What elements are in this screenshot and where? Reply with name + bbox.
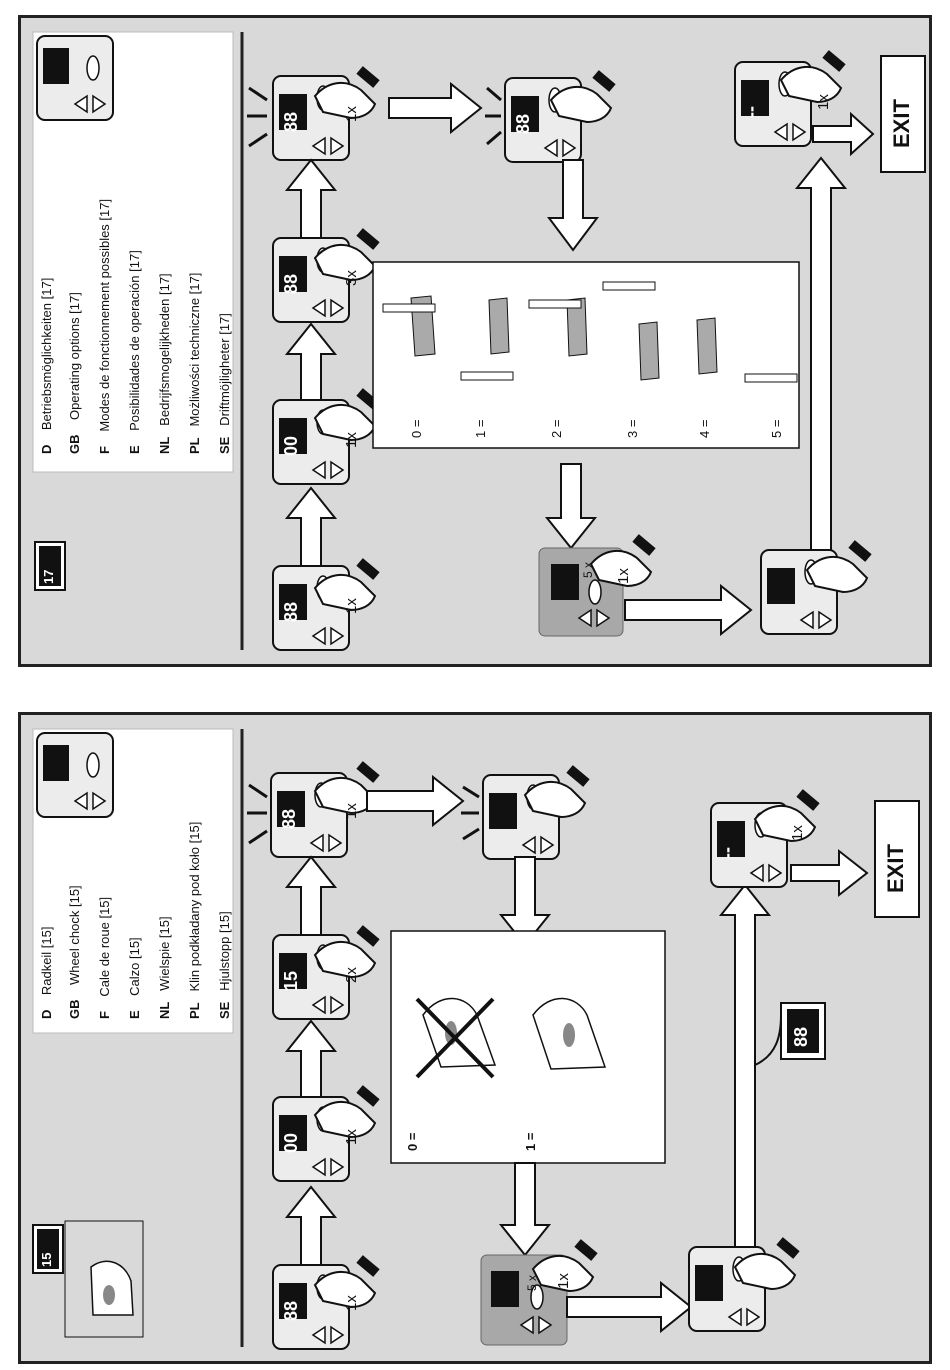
lang-b-row-f: F Cale de roue [15]	[97, 896, 112, 1019]
top-diagram	[32, 31, 926, 651]
exit-press-label: 1x	[815, 94, 832, 110]
branch-arrow	[754, 1014, 782, 1066]
display-b-branch	[780, 1002, 826, 1060]
lang-row-d: D Betriebsmöglichkeiten [17]	[39, 277, 54, 454]
chock-ok	[532, 997, 607, 1070]
blink-marks-b	[247, 783, 268, 845]
lang-b-row-gb: GB Wheel chock [15]	[67, 885, 82, 1019]
hold-b-label: 5 x	[525, 1274, 539, 1291]
arrow-down-b2	[498, 1162, 552, 1257]
display-1: 88	[281, 601, 301, 622]
blink-marks-b2	[461, 785, 480, 841]
arrows-up-b	[284, 855, 338, 1266]
option-1-label: 1 =	[473, 419, 488, 438]
step-b-label-2: 1x	[343, 1129, 360, 1145]
arrow-right-2	[624, 583, 753, 637]
device-b-confirm	[688, 1236, 801, 1332]
display-b-4: 88	[279, 808, 299, 829]
blink-marks-2	[485, 86, 502, 146]
lang-b-row-pl: PL Klin podkładany pod koło [15]	[187, 821, 202, 1019]
exit-label: EXIT	[889, 99, 914, 148]
display-2: 00	[281, 435, 301, 456]
bottom-corner-device	[36, 732, 114, 818]
arrow-right-b	[366, 774, 465, 828]
display-b-6: --	[717, 847, 737, 859]
display-6: --	[741, 106, 761, 118]
step-b-label-1: 1x	[343, 1295, 360, 1311]
lang-row-f: F Modes de fonctionnement possibles [17]	[97, 198, 112, 454]
arrow-to-exit	[812, 111, 875, 157]
step-label-3: 3x	[343, 270, 360, 286]
display-b-5: 88	[791, 1026, 811, 1047]
arrow-down-b	[498, 856, 552, 947]
display-4: 88	[281, 111, 301, 132]
step-b-label-3: 2x	[343, 967, 360, 983]
code-label-15: 15	[39, 1252, 54, 1267]
arrow-up-long-b	[718, 883, 772, 1248]
arrow-to-exit-b	[790, 848, 869, 898]
arrow-down	[547, 159, 599, 252]
bottom-diagram	[32, 728, 920, 1350]
step-label-4: 1x	[343, 106, 360, 122]
arrow-up-long	[794, 156, 848, 551]
arrow-right-b2	[566, 1280, 693, 1334]
display-b-2: 00	[281, 1132, 301, 1153]
option-graphics	[382, 281, 798, 383]
option-2-label: 2 =	[549, 419, 564, 438]
lang-row-nl: NL Bedrijfsmogelijkheden [17]	[157, 273, 172, 454]
option-b-1-label: 1 =	[523, 1132, 538, 1151]
hold-label: 5 x	[581, 561, 595, 578]
top-corner-device	[36, 35, 114, 121]
step-label-2: 1x	[343, 432, 360, 448]
lang-row-gb: GB Operating options [17]	[67, 292, 82, 454]
display-b-3: 15	[281, 970, 301, 991]
exit-b-label: EXIT	[883, 844, 908, 893]
hold-press-label: 1x	[615, 568, 632, 584]
lang-row-se: SE Driftmöjligheter [17]	[217, 313, 232, 454]
blink-marks	[247, 86, 268, 148]
chock-crossed	[415, 997, 497, 1079]
display-b-1: 88	[281, 1300, 301, 1321]
code-15-box	[32, 1220, 144, 1338]
operating-options-panel: D Betriebsmöglichkeiten [17] GB Operatin…	[18, 15, 932, 667]
exit-b-press-label: 1x	[789, 825, 806, 841]
code-label-17: 17	[41, 569, 56, 584]
option-b-0-label: 0 =	[405, 1132, 420, 1151]
step-label-1: 1x	[343, 598, 360, 614]
option-4-label: 4 =	[697, 419, 712, 438]
arrow-right	[388, 81, 483, 135]
arrow-down-2	[544, 463, 598, 550]
lang-b-row-se: SE Hjulstopp [15]	[217, 911, 232, 1019]
lang-b-row-nl: NL Wielspie [15]	[157, 916, 172, 1019]
option-5-label: 5 =	[769, 419, 784, 438]
device-confirm	[760, 539, 873, 635]
option-0-label: 0 =	[409, 419, 424, 438]
lang-b-row-e: E Calzo [15]	[127, 937, 142, 1019]
exit-box	[880, 55, 926, 173]
wheel-chock-panel: D Radkeil [15] GB Wheel chock [15] F Cal…	[18, 712, 932, 1364]
exit-box-b	[874, 800, 920, 918]
lang-b-row-d: D Radkeil [15]	[39, 926, 54, 1020]
device-hold	[538, 533, 657, 637]
device-b-hold	[480, 1238, 599, 1346]
lang-row-e: E Posibilidades de operación [17]	[127, 250, 142, 454]
option-3-label: 3 =	[625, 419, 640, 438]
arrows-up	[284, 158, 338, 567]
hold-b-press-label: 1x	[555, 1273, 572, 1289]
options-box-b	[390, 930, 666, 1164]
step-b-label-4: 1x	[343, 803, 360, 819]
device-b-blink	[482, 764, 591, 860]
options-box	[372, 261, 800, 449]
display-5: 88	[513, 113, 533, 134]
lang-row-pl: PL Możliwości techniczne [17]	[187, 272, 202, 454]
display-3: 88	[281, 273, 301, 294]
code-17-box	[34, 541, 66, 591]
